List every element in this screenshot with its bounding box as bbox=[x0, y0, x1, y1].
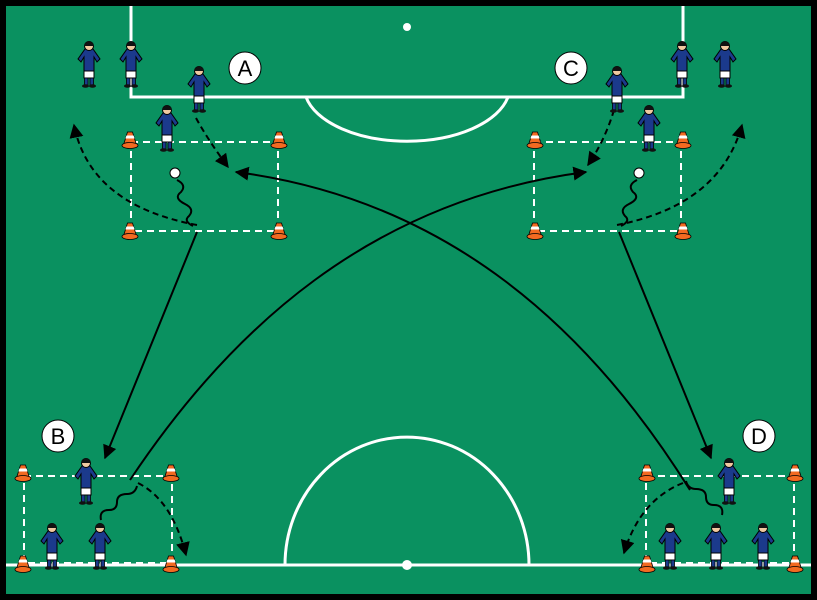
pass-c-to-d bbox=[618, 231, 713, 460]
grid-b bbox=[23, 475, 173, 564]
penalty-arc-top bbox=[304, 96, 510, 143]
station-label-a: A bbox=[228, 51, 262, 85]
run-arrow-a-short bbox=[195, 117, 229, 169]
dribble-a bbox=[176, 179, 194, 227]
pass-arrows bbox=[103, 166, 713, 491]
pass-b-to-c bbox=[129, 166, 588, 481]
station-label-text: C bbox=[563, 56, 579, 81]
run-arrow-d bbox=[620, 482, 684, 555]
ball bbox=[169, 167, 181, 179]
ball bbox=[633, 167, 645, 179]
station-label-d: D bbox=[742, 419, 776, 453]
dribble-b bbox=[99, 485, 138, 521]
pass-a-to-b bbox=[103, 231, 198, 460]
dribble-lines bbox=[99, 179, 724, 521]
grid-a bbox=[130, 141, 279, 232]
center-spot bbox=[402, 560, 412, 570]
station-label-c: C bbox=[554, 51, 588, 85]
penalty-spot bbox=[403, 23, 411, 31]
balls bbox=[169, 167, 645, 179]
dribble-d bbox=[685, 480, 724, 516]
run-arrow-c bbox=[616, 123, 746, 226]
station-label-text: A bbox=[238, 56, 253, 81]
station-label-text: D bbox=[751, 424, 767, 449]
station-label-text: B bbox=[51, 424, 66, 449]
grid-c bbox=[533, 141, 682, 232]
run-arrow-c-short bbox=[587, 109, 615, 167]
run-arrows bbox=[69, 109, 746, 557]
run-arrow-a bbox=[69, 123, 198, 226]
pitch-surface bbox=[6, 6, 811, 594]
dribble-c bbox=[620, 179, 638, 227]
pass-d-to-a bbox=[234, 166, 691, 491]
station-label-b: B bbox=[41, 419, 75, 453]
center-circle bbox=[283, 435, 531, 566]
